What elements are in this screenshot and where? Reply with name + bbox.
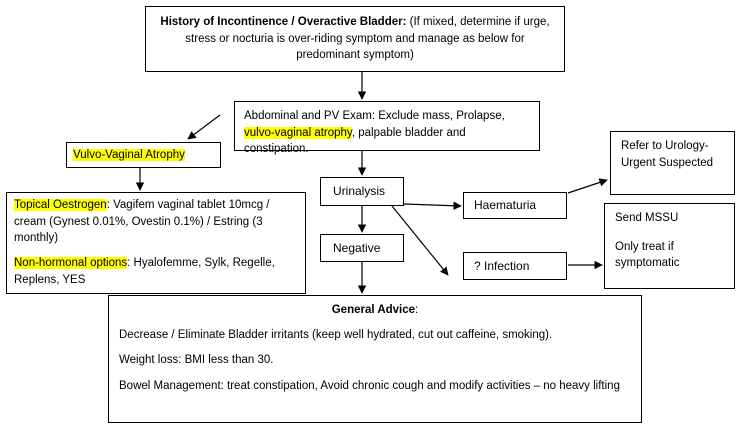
mssu-line2: Only treat if symptomatic xyxy=(615,240,680,270)
urinalysis-label: Urinalysis xyxy=(333,184,386,198)
nonhormonal-heading: Non-hormonal options xyxy=(14,257,128,270)
exam-highlight: vulvo-vaginal atrophy xyxy=(244,126,352,139)
history-box: History of Incontinence / Overactive Bla… xyxy=(145,6,565,72)
mssu-line1: Send MSSU xyxy=(615,212,679,224)
oestrogen-box: Topical Oestrogen: Vagifem vaginal table… xyxy=(6,192,306,294)
advice-title: General Advice xyxy=(331,304,416,316)
arrow-urinalysis-to-haematuria xyxy=(403,201,462,210)
arrow-exam-to-vva xyxy=(187,114,221,140)
urology-text: Refer to Urology- Urgent Suspected xyxy=(621,140,714,169)
haematuria-box: Haematuria xyxy=(463,192,567,219)
advice-box: General Advice: Decrease / Eliminate Bla… xyxy=(108,295,642,423)
history-text: (If mixed, determine if urge, stress or … xyxy=(185,16,550,62)
nonhormonal-text: : Hyalofemme, Sylk, Regelle, Replens, YE… xyxy=(14,257,275,286)
advice-title-colon: : xyxy=(415,304,419,316)
exam-text-post: , palpable bladder and constipation. xyxy=(244,126,466,156)
vva-box: Vulvo-Vaginal Atrophy xyxy=(66,142,221,168)
oestrogen-text: : Vagifem vaginal tablet 10mcg / cream (… xyxy=(14,199,270,245)
advice-item-weight: Weight loss: BMI less than 30. xyxy=(119,354,274,367)
history-title: History of Incontinence / Overactive Bla… xyxy=(160,16,407,28)
mssu-box: Send MSSU Only treat if symptomatic xyxy=(604,203,735,289)
haematuria-label: Haematuria xyxy=(474,198,537,212)
arrow-haematuria-to-urology xyxy=(567,178,608,194)
urology-box: Refer to Urology- Urgent Suspected xyxy=(610,131,735,195)
advice-item-irritants: Decrease / Eliminate Bladder irritants (… xyxy=(119,328,553,341)
infection-box: ? Infection xyxy=(463,252,567,280)
urinalysis-box: Urinalysis xyxy=(320,177,404,206)
oestrogen-heading: Topical Oestrogen xyxy=(14,199,107,211)
vva-label: Vulvo-Vaginal Atrophy xyxy=(73,149,185,161)
arrow-urinalysis-to-infection xyxy=(391,205,449,276)
negative-label: Negative xyxy=(333,241,381,255)
exam-box: Abdominal and PV Exam: Exclude mass, Pro… xyxy=(234,101,540,155)
exam-text-pre: Abdominal and PV Exam: Exclude mass, Pro… xyxy=(244,110,505,122)
negative-box: Negative xyxy=(320,234,404,262)
advice-item-bowel: Bowel Management: treat constipation, Av… xyxy=(119,380,620,393)
infection-label: ? Infection xyxy=(474,259,530,273)
